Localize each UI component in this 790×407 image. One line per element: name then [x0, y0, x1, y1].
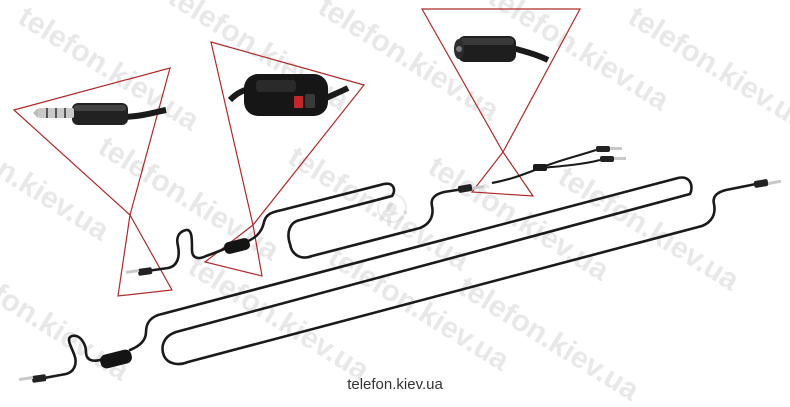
plug-ends [18, 179, 782, 383]
inline-controller [100, 238, 251, 369]
callout-extension-socket [420, 8, 582, 197]
callout-4pole-plug [12, 67, 173, 297]
main-cable [42, 176, 758, 380]
y-splitter [491, 146, 626, 185]
site-caption: telefon.kiev.ua [347, 376, 443, 393]
plug-closeup [33, 103, 167, 125]
inline-control-closeup [227, 74, 350, 116]
socket-closeup [454, 36, 550, 63]
